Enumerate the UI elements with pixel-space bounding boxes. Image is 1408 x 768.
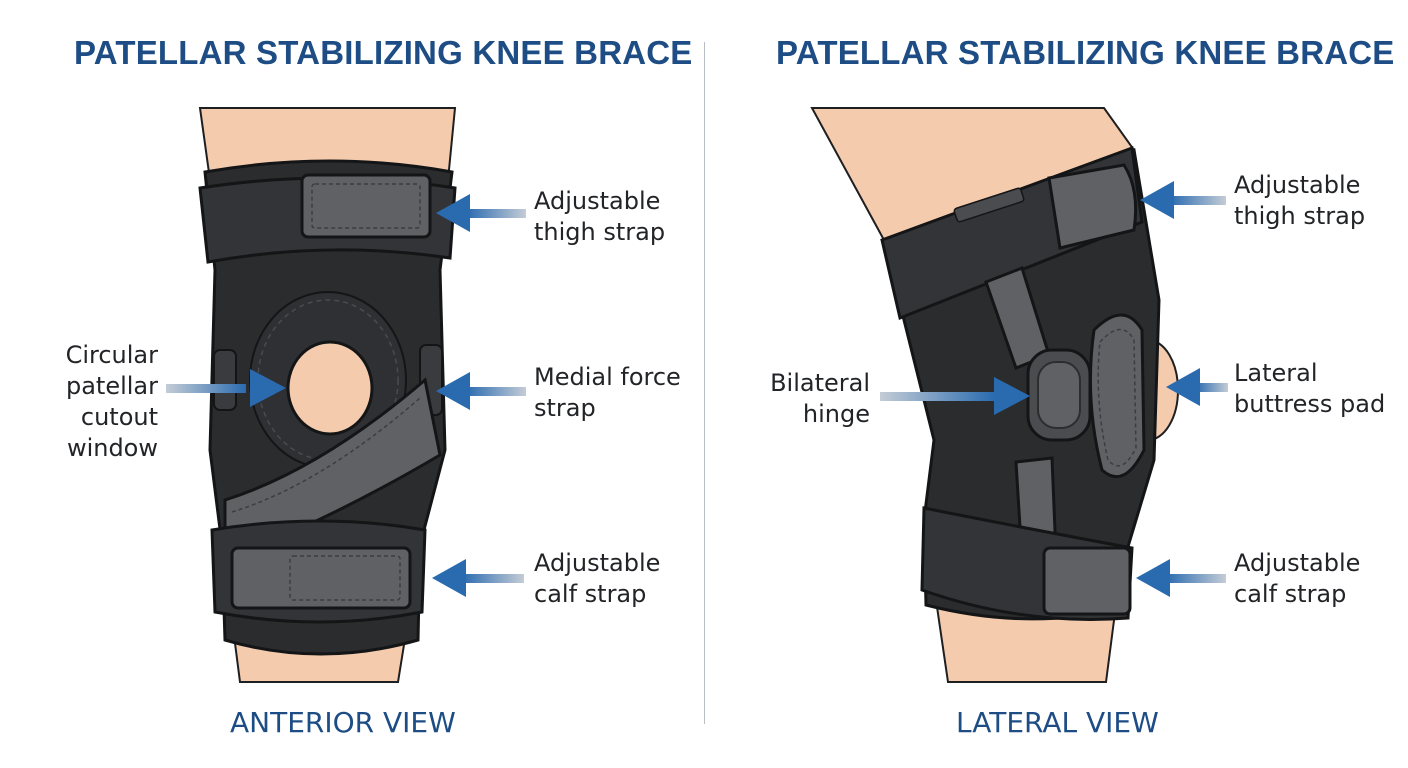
callout-calf-strap: Adjustable calf strap bbox=[534, 548, 660, 610]
callout-bilateral-hinge: Bilateral hinge bbox=[744, 368, 870, 430]
lateral-panel: PATELLAR STABILIZING KNEE BRACE bbox=[704, 0, 1408, 768]
anterior-thigh-strap-tab bbox=[300, 173, 432, 239]
callout-line: Circular bbox=[65, 341, 158, 369]
callout-line: patellar bbox=[65, 372, 158, 400]
callout-line: Adjustable bbox=[534, 187, 661, 215]
callout-patellar-cutout: Circular patellar cutout window bbox=[40, 340, 158, 464]
callout-line: Bilateral bbox=[770, 369, 870, 397]
lateral-calf-strap-tab bbox=[1042, 546, 1132, 616]
callout-line: thigh strap bbox=[534, 218, 666, 246]
arrow-left-icon bbox=[1140, 181, 1226, 219]
arrow-left-icon bbox=[1166, 368, 1228, 406]
arrow-right-icon bbox=[880, 377, 1030, 415]
callout-line: hinge bbox=[802, 400, 870, 428]
callout-line: strap bbox=[534, 394, 596, 422]
anterior-panel: PATELLAR STABILIZING KNEE BRACE bbox=[40, 34, 693, 739]
callout-thigh-strap: Adjustable thigh strap bbox=[1234, 170, 1365, 232]
callout-line: Adjustable bbox=[534, 549, 661, 577]
arrow-left-icon bbox=[436, 372, 526, 410]
callout-line: buttress pad bbox=[1234, 390, 1386, 418]
anterior-title: PATELLAR STABILIZING KNEE BRACE bbox=[74, 34, 693, 71]
arrow-left-icon bbox=[436, 194, 526, 232]
lateral-thigh-strap-tab bbox=[1047, 163, 1138, 250]
panel-divider bbox=[704, 42, 705, 724]
arrow-right-icon bbox=[166, 369, 286, 407]
callout-line: calf strap bbox=[534, 580, 647, 608]
callout-medial-force-strap: Medial force strap bbox=[534, 362, 681, 424]
callout-line: Adjustable bbox=[1234, 171, 1361, 199]
anterior-view-label: ANTERIOR VIEW bbox=[230, 706, 456, 739]
callout-thigh-strap: Adjustable thigh strap bbox=[534, 186, 665, 248]
anterior-knee-illustration bbox=[166, 107, 526, 683]
lateral-knee-illustration bbox=[810, 107, 1228, 683]
callout-line: calf strap bbox=[1234, 580, 1347, 608]
callout-lateral-buttress-pad: Lateral buttress pad bbox=[1234, 358, 1385, 420]
arrow-left-icon bbox=[432, 559, 524, 597]
callout-line: window bbox=[66, 434, 158, 462]
callout-line: Adjustable bbox=[1234, 549, 1361, 577]
callout-line: cutout bbox=[80, 403, 158, 431]
callout-line: Lateral bbox=[1234, 359, 1318, 387]
patellar-cutout-window bbox=[286, 340, 374, 436]
callout-calf-strap: Adjustable calf strap bbox=[1234, 548, 1360, 610]
arrow-left-icon bbox=[1136, 559, 1226, 597]
lateral-title: PATELLAR STABILIZING KNEE BRACE bbox=[776, 34, 1395, 71]
callout-line: Medial force bbox=[534, 363, 681, 391]
lateral-view-label: LATERAL VIEW bbox=[956, 706, 1159, 739]
callout-line: thigh strap bbox=[1234, 202, 1366, 230]
anterior-calf-strap-tab bbox=[230, 546, 412, 610]
